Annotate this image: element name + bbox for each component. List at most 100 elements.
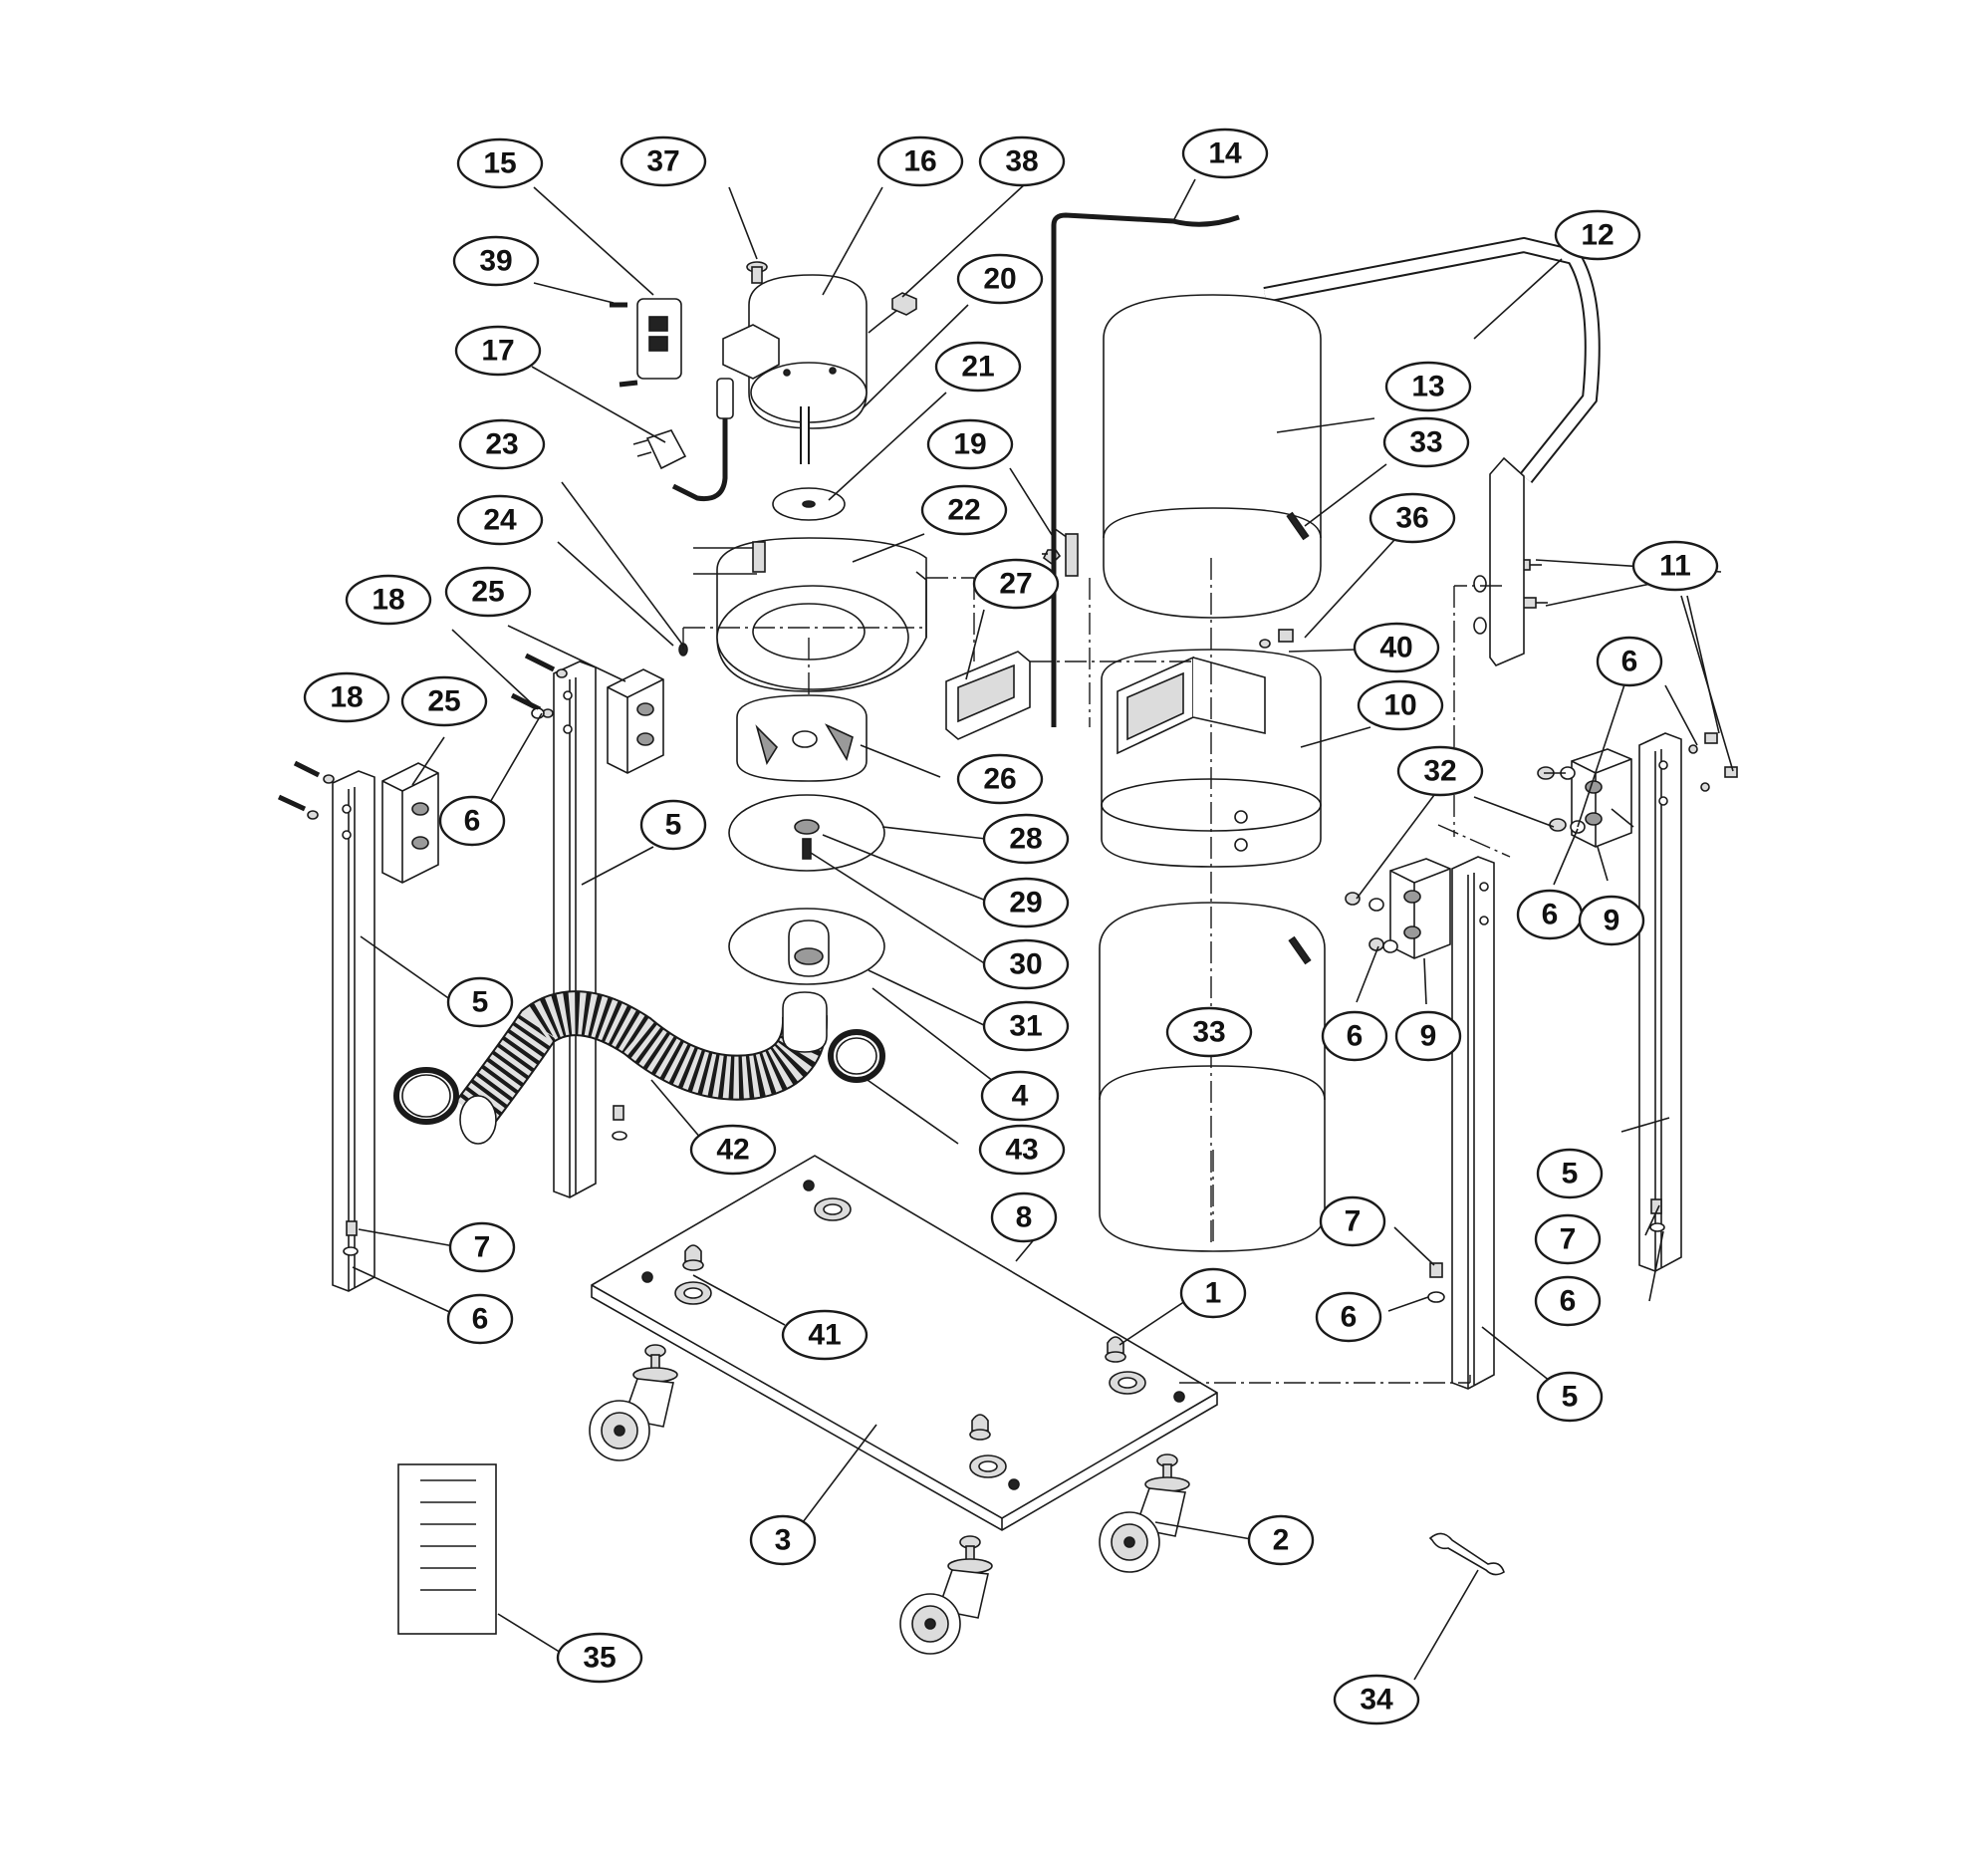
svg-text:15: 15 [483,147,516,180]
callout-19: 19 [926,418,1014,470]
flange-plate [728,794,885,872]
callout-7c: 7 [1534,1213,1602,1265]
callout-11: 11 [1631,540,1719,592]
callout-6f: 6 [1315,1291,1382,1343]
callout-26: 26 [956,753,1044,805]
base-plate [591,1155,1218,1531]
callout-4: 4 [980,1070,1060,1122]
svg-text:38: 38 [1005,145,1038,178]
svg-text:33: 33 [1192,1016,1225,1049]
svg-text:11: 11 [1659,550,1691,583]
part-callouts: 1 2 3 4 5 5 5 5 5 6 6 6 6 6 6 6 7 7 7 8 … [303,128,1719,1725]
callout-6d: 6 [1516,889,1584,940]
callout-7a: 7 [448,1221,516,1273]
svg-text:19: 19 [953,428,986,461]
callout-38: 38 [978,135,1066,187]
callout-14: 14 [1181,128,1269,179]
callout-10: 10 [1357,679,1444,731]
svg-text:25: 25 [471,576,504,609]
svg-text:6: 6 [1560,1285,1577,1318]
svg-text:40: 40 [1379,632,1412,664]
leader-lines [352,178,1734,1681]
svg-text:27: 27 [999,568,1032,601]
bracket-left-front [381,762,439,884]
svg-text:9: 9 [1420,1020,1437,1053]
svg-text:41: 41 [808,1319,841,1352]
bracket-right-back [1571,748,1632,848]
callout-9b: 9 [1394,1010,1462,1062]
svg-text:36: 36 [1395,502,1428,535]
svg-text:25: 25 [427,685,460,718]
callout-6g: 6 [1534,1275,1602,1327]
handle [1263,236,1601,666]
svg-text:6: 6 [1341,1301,1358,1334]
svg-text:5: 5 [665,809,682,842]
callout-41: 41 [781,1309,869,1361]
callout-16: 16 [876,135,964,187]
motor [722,274,868,464]
callout-39: 39 [452,235,540,287]
callout-6b: 6 [446,1293,514,1345]
callout-5d: 5 [1536,1371,1604,1423]
callout-6c: 6 [1596,636,1663,687]
svg-text:39: 39 [479,245,512,278]
svg-text:4: 4 [1012,1080,1029,1113]
callout-18a: 18 [345,574,432,626]
callout-20: 20 [956,253,1044,305]
svg-text:5: 5 [1562,1381,1579,1414]
callout-3: 3 [749,1514,817,1566]
svg-text:7: 7 [1560,1223,1577,1256]
callout-25b: 25 [400,675,488,727]
callout-1: 1 [1179,1267,1247,1319]
callout-5a: 5 [446,976,514,1028]
bolts-and-washers [277,549,1738,1303]
callout-24: 24 [456,494,544,546]
svg-text:34: 34 [1360,1684,1393,1717]
callout-7b: 7 [1319,1195,1386,1247]
callout-23: 23 [458,418,546,470]
callout-28: 28 [982,813,1070,865]
switch [610,298,682,388]
callout-25a: 25 [444,566,532,618]
flexible-hose [455,990,829,1145]
svg-text:35: 35 [583,1642,616,1675]
svg-text:13: 13 [1411,371,1444,403]
upper-filter-bag [1103,294,1322,619]
callout-33b: 33 [1165,1006,1253,1058]
callout-5b: 5 [639,799,707,851]
svg-text:5: 5 [1562,1158,1579,1190]
svg-text:6: 6 [1542,899,1559,931]
callout-30: 30 [982,938,1070,990]
power-cord-plug [632,378,734,502]
callout-9a: 9 [1578,895,1645,946]
svg-text:31: 31 [1009,1010,1042,1043]
svg-text:7: 7 [474,1231,491,1264]
mount-screw [746,261,768,284]
svg-text:24: 24 [483,504,517,537]
svg-text:1: 1 [1205,1277,1222,1310]
callout-12: 12 [1554,209,1641,261]
svg-text:43: 43 [1005,1134,1038,1167]
svg-text:23: 23 [485,428,518,461]
callout-5c: 5 [1536,1148,1604,1199]
svg-text:5: 5 [472,986,489,1019]
leg-left-back [553,660,597,1198]
callout-32: 32 [1396,745,1484,797]
callout-6e: 6 [1321,1010,1388,1062]
inlet-plate [728,908,885,985]
caster-wheels [589,1344,1190,1655]
svg-text:7: 7 [1345,1205,1362,1238]
svg-text:30: 30 [1009,948,1042,981]
svg-text:9: 9 [1604,905,1620,937]
callout-29: 29 [982,877,1070,928]
callout-37: 37 [620,135,707,187]
svg-text:42: 42 [716,1134,749,1167]
impeller [736,694,868,782]
blower-housing [693,537,927,692]
frame-wire [1051,212,1240,727]
manual [397,1463,497,1635]
svg-text:16: 16 [903,145,936,178]
bracket-left-back [607,668,664,774]
svg-text:17: 17 [481,335,514,368]
